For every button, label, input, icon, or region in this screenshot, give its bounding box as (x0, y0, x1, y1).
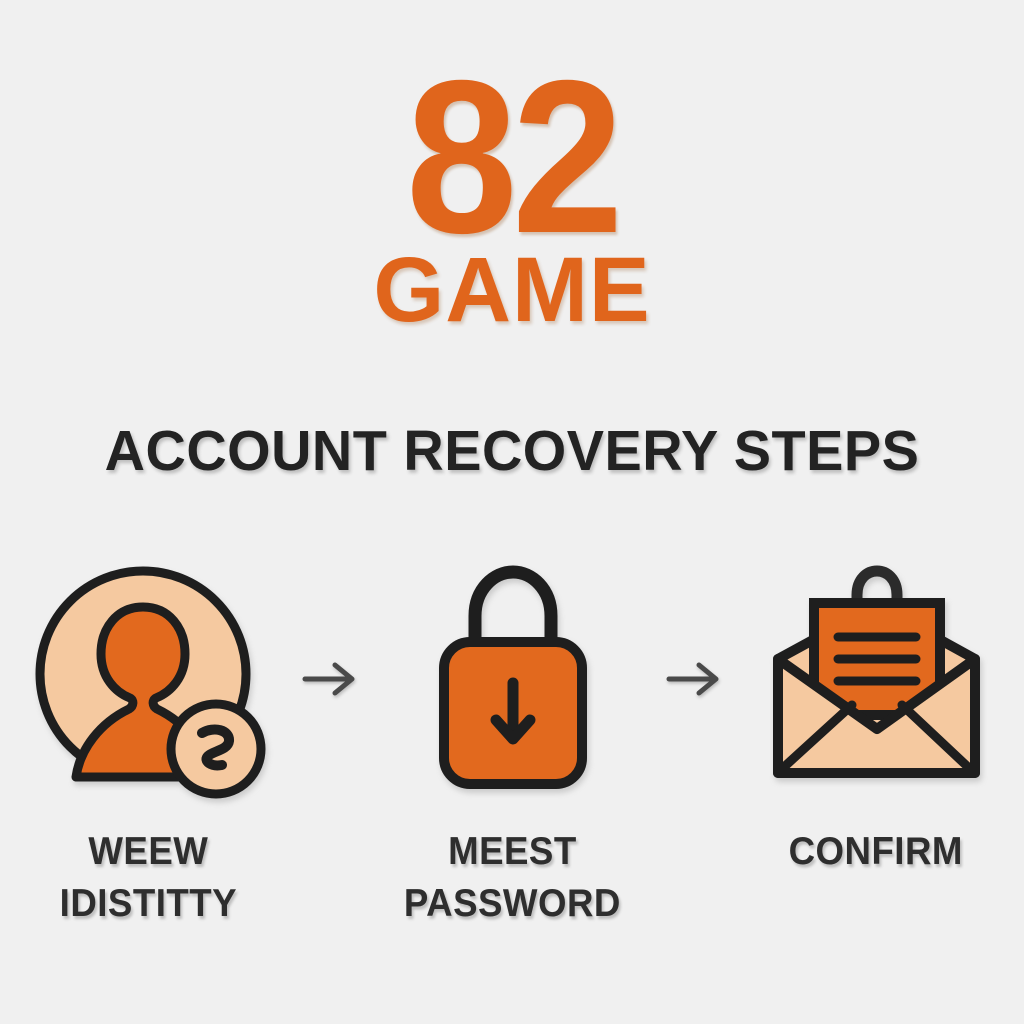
padlock-down-arrow-icon (412, 559, 612, 799)
arrow-right-icon (299, 657, 361, 701)
step-1-label-line-2: IDISTITTY (59, 881, 237, 925)
step-2-label-line-1: MEEST (447, 830, 577, 873)
step-reset-password[interactable]: MEEST PASSWORD (374, 548, 650, 930)
step-1-label-line-1: WEEW (87, 830, 208, 873)
step-confirm[interactable]: CONFIRM (738, 548, 1014, 878)
arrow-1 (286, 548, 374, 810)
open-envelope-letter-icon (756, 559, 996, 799)
recovery-steps-row: WEEW IDISTITTY (0, 548, 1024, 948)
brand-word: GAME (373, 238, 651, 341)
step-1-label: WEEW IDISTITTY (59, 826, 236, 930)
step-3-label-line-1: CONFIRM (788, 830, 964, 873)
arrow-2 (650, 548, 738, 810)
step-verify-identity[interactable]: WEEW IDISTITTY (10, 548, 286, 930)
step-3-label: CONFIRM (789, 826, 963, 878)
arrow-right-icon (663, 657, 725, 701)
step-3-artwork (738, 548, 1014, 810)
brand-logo: 82 GAME (0, 36, 1024, 341)
step-2-label-line-2: PASSWORD (403, 881, 621, 925)
step-2-artwork (374, 548, 650, 810)
step-1-artwork (10, 548, 286, 810)
brand-number: 82 (405, 36, 624, 279)
page-title: ACCOUNT RECOVERY STEPS (104, 419, 920, 483)
step-2-label: MEEST PASSWORD (404, 826, 621, 930)
user-avatar-icon (30, 559, 266, 799)
